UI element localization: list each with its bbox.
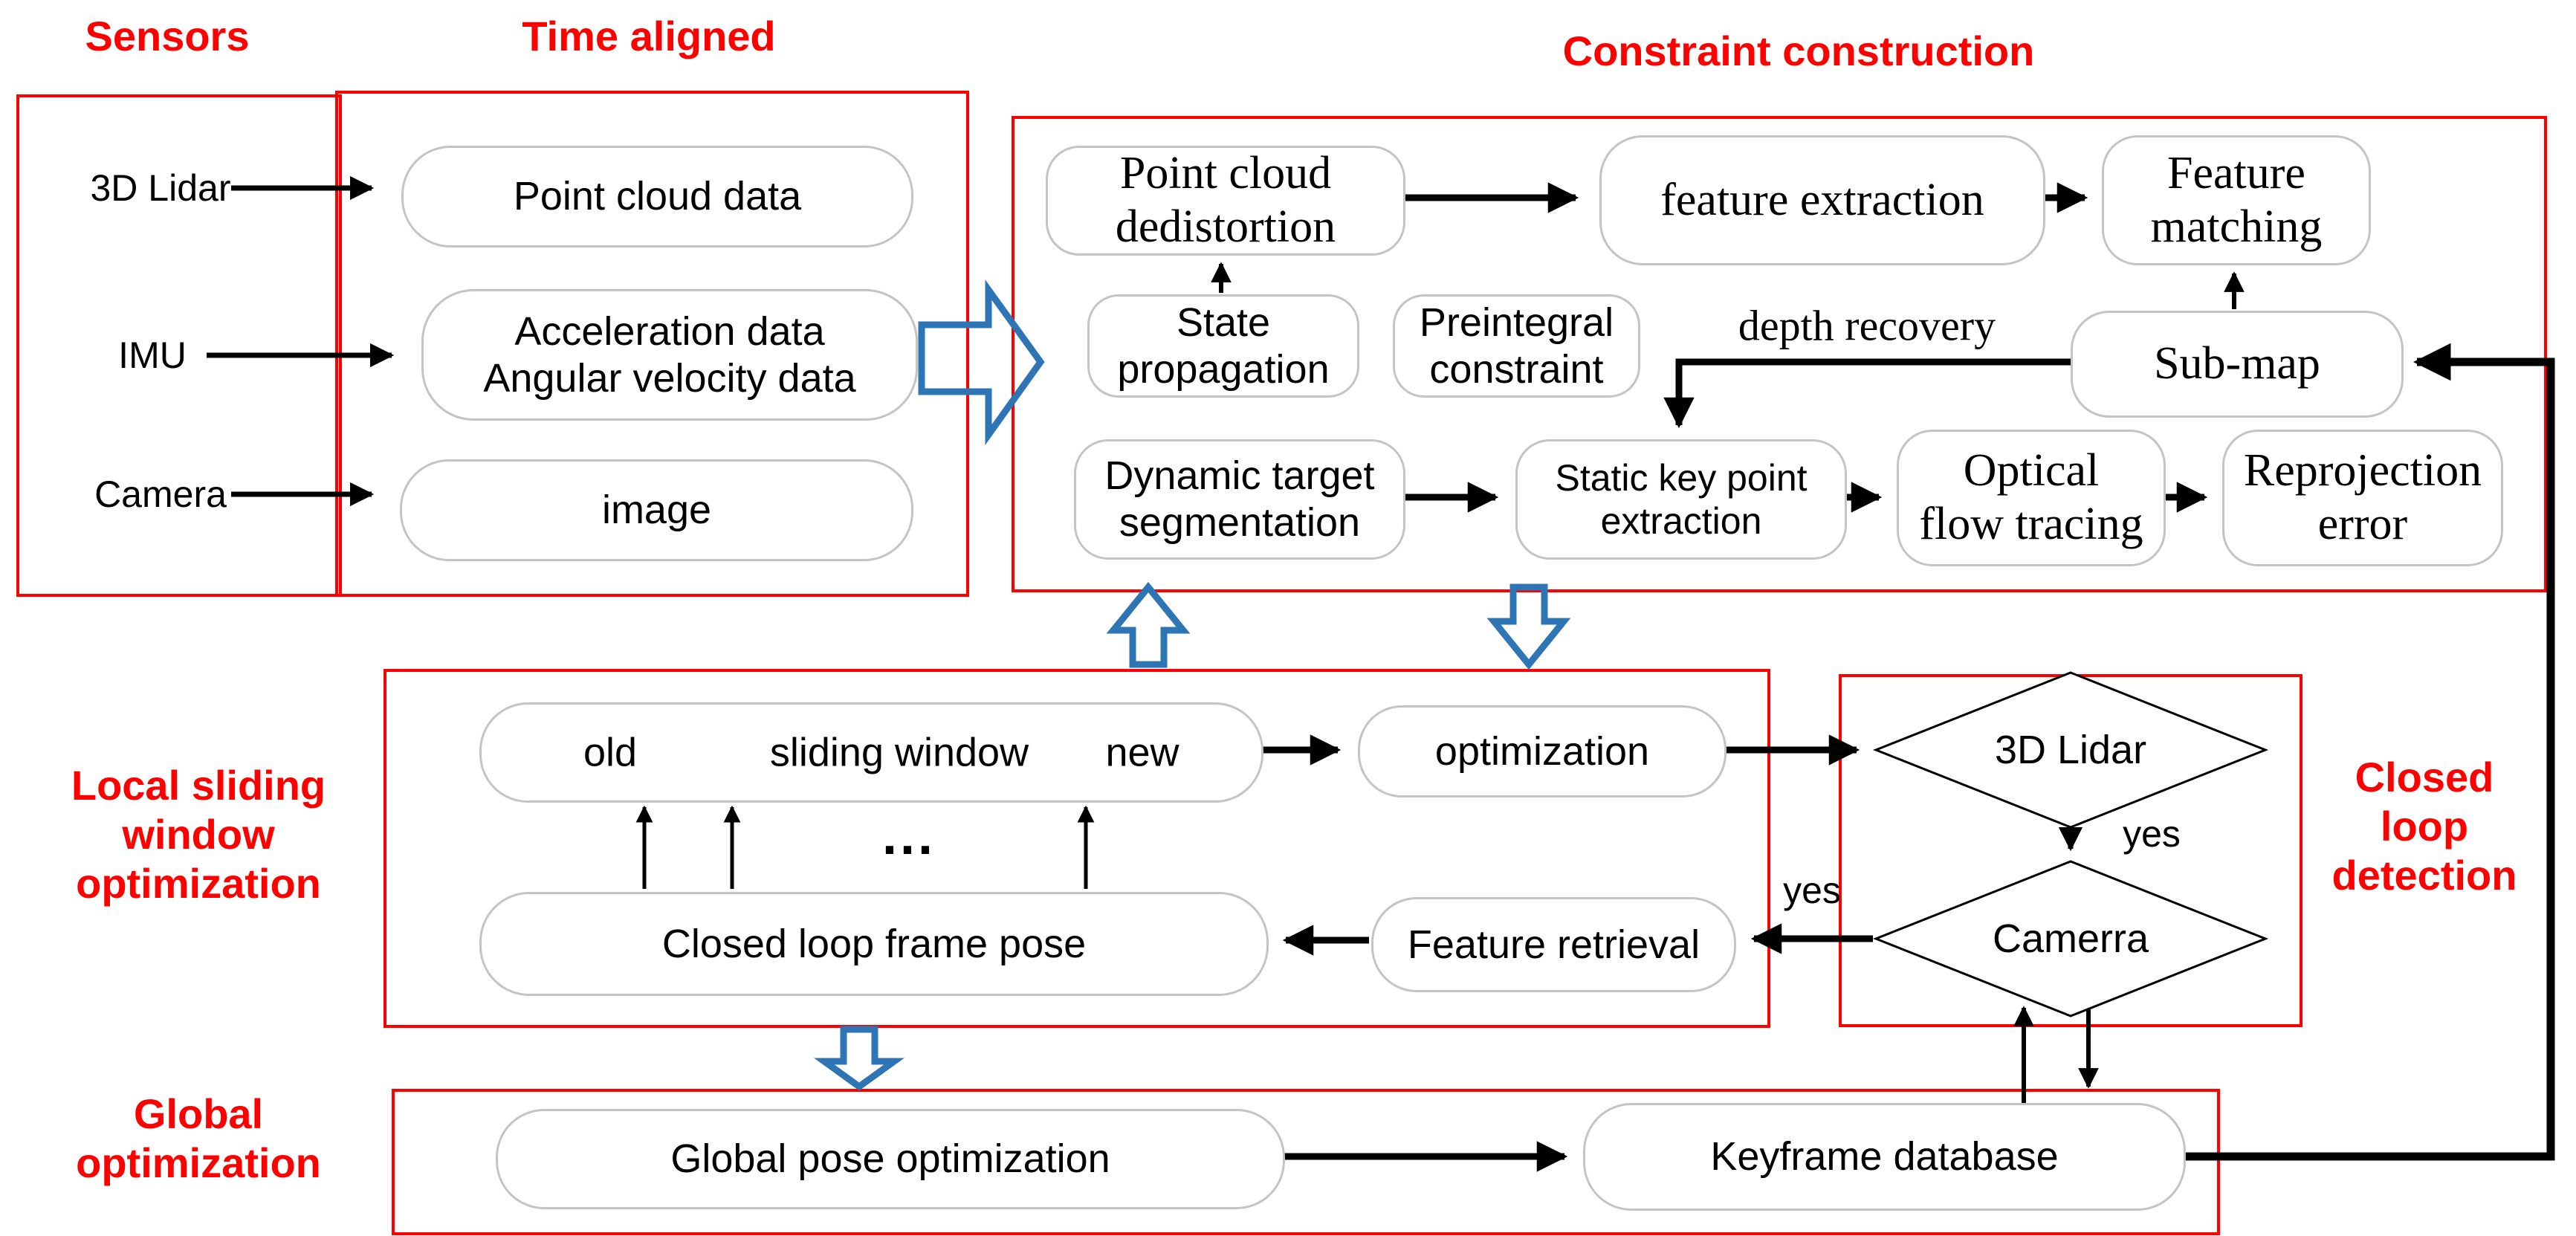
node-global-pose-optimization: Global pose optimization	[496, 1109, 1285, 1209]
stage-arrow-right-icon	[918, 279, 1045, 446]
decision-label-camera: Camerra	[1992, 916, 2149, 961]
sliding-window-label: sliding window	[769, 730, 1029, 775]
sensor-label-imu: IMU	[118, 334, 187, 376]
ellipsis-label: ...	[881, 806, 936, 866]
region-box-global-optimization	[392, 1089, 2220, 1235]
sensor-label-lidar: 3D Lidar	[90, 167, 231, 209]
node-keyframe-database: Keyframe database	[1583, 1103, 2186, 1211]
diamond-camera-check	[1872, 860, 2269, 1017]
node-closed-loop-frame-pose: Closed loop frame pose	[479, 892, 1269, 996]
diamond-lidar-check	[1872, 671, 2269, 829]
node-feature-matching: Feature matching	[2102, 135, 2371, 265]
node-dynamic-target-segmentation: Dynamic target segmentation	[1074, 439, 1405, 560]
node-optical-flow-tracing: Optical flow tracing	[1897, 430, 2166, 566]
section-title-local-sliding-window: Local sliding window optimization	[71, 761, 326, 907]
edge-label-yes-retrieval: yes	[1783, 870, 1841, 911]
section-title-sensors: Sensors	[85, 12, 250, 59]
node-preintegral-constraint: Preintegral constraint	[1393, 294, 1640, 398]
node-reprojection-error: Reprojection error	[2222, 430, 2503, 566]
region-box-sensors	[16, 94, 342, 597]
node-imu-data: Acceleration data Angular velocity data	[421, 289, 918, 421]
stage-arrow-down-icon	[1486, 583, 1571, 670]
sliding-window-old-label: old	[583, 730, 638, 775]
section-title-constraint-construction: Constraint construction	[1562, 27, 2035, 74]
section-title-closed-loop-detection: Closed loop detection	[2331, 753, 2517, 899]
node-point-cloud-dedistortion: Point cloud dedistortion	[1046, 146, 1405, 256]
section-title-time-aligned: Time aligned	[522, 12, 776, 59]
sliding-window-new-label: new	[1105, 730, 1179, 775]
node-feature-retrieval: Feature retrieval	[1371, 897, 1736, 992]
region-box-constraint-construction	[1012, 116, 2547, 592]
stage-arrow-down-global-icon	[814, 1026, 904, 1091]
region-box-time-aligned	[335, 91, 969, 597]
node-feature-extraction: feature extraction	[1599, 135, 2045, 265]
node-optimization: optimization	[1358, 705, 1726, 797]
node-static-key-point-extraction: Static key point extraction	[1515, 439, 1847, 560]
node-point-cloud-data: Point cloud data	[401, 146, 913, 247]
arrow-depth-recovery	[1663, 358, 2075, 429]
section-title-global-optimization: Global optimization	[76, 1090, 321, 1186]
node-state-propagation: State propagation	[1087, 294, 1359, 398]
stage-arrow-up-icon	[1106, 581, 1191, 668]
node-image: image	[400, 459, 913, 561]
decision-label-lidar: 3D Lidar	[1994, 728, 2147, 772]
arrow-keyframe-loop-to-submap	[2184, 343, 2555, 1161]
edge-label-depth-recovery: depth recovery	[1738, 301, 1996, 350]
edge-label-yes-lidar: yes	[2123, 813, 2181, 855]
node-sliding-window: old sliding window new	[479, 702, 1263, 803]
sensor-label-camera: Camera	[94, 473, 227, 515]
node-sub-map: Sub-map	[2071, 311, 2404, 418]
region-box-local-sliding-window	[384, 669, 1770, 1028]
